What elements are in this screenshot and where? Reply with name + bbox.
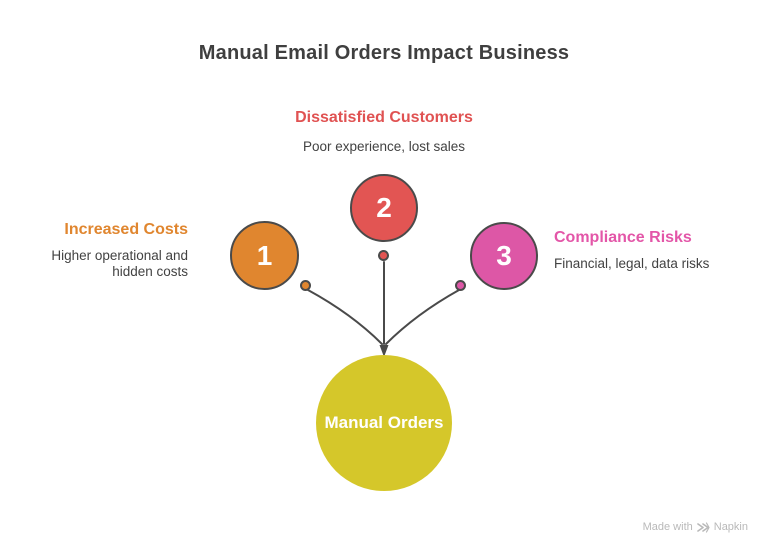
- center-node-label: Manual Orders: [324, 413, 444, 432]
- connector-dot-1: [300, 280, 311, 291]
- diagram-title: Manual Email Orders Impact Business: [198, 42, 570, 64]
- connector-right-curve: [385, 289, 460, 345]
- node-label-compliance-risks: Compliance Risks Financial, legal, data …: [554, 229, 724, 272]
- connector-dot-2: [378, 250, 389, 261]
- node-circle-1: 1: [230, 221, 299, 290]
- napkin-logo-icon: [696, 521, 710, 533]
- node-number: 3: [496, 240, 512, 271]
- node-label-increased-costs: Increased Costs Higher operational and h…: [38, 221, 188, 281]
- node-circle-3: 3: [470, 222, 538, 290]
- napkin-watermark[interactable]: Made with Napkin: [643, 521, 748, 533]
- node-number: 1: [256, 239, 273, 271]
- node-heading: Increased Costs: [64, 221, 188, 238]
- center-node-manual-orders: Manual Orders: [316, 355, 452, 491]
- node-description: Poor experience, lost sales: [302, 139, 466, 154]
- connector-dot-3: [455, 280, 466, 291]
- node-heading: Dissatisfied Customers: [295, 109, 473, 126]
- node-label-dissatisfied-customers: Dissatisfied Customers Poor experience, …: [0, 109, 768, 155]
- node-heading: Compliance Risks: [554, 229, 692, 246]
- node-number: 2: [376, 192, 392, 223]
- node-description: Financial, legal, data risks: [554, 256, 710, 271]
- node-circle-2: 2: [350, 174, 418, 242]
- connector-left-curve: [307, 289, 383, 345]
- watermark-made-with-text: Made with: [642, 521, 693, 533]
- node-description: Higher operational and hidden costs: [51, 248, 188, 280]
- watermark-brand-text: Napkin: [713, 521, 748, 533]
